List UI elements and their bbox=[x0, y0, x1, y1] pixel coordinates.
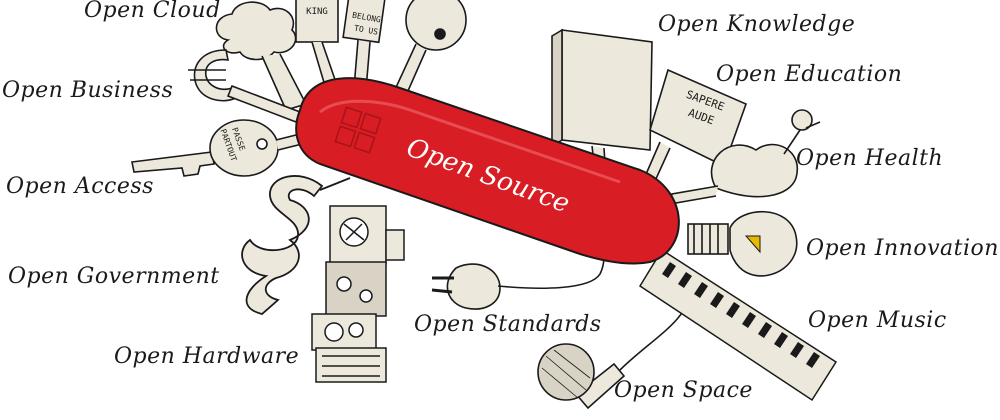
plug-tool bbox=[431, 237, 611, 310]
lightbulb-tool bbox=[687, 210, 798, 277]
label-open-government: Open Government bbox=[8, 264, 220, 289]
king-sign-text: KING bbox=[306, 7, 328, 17]
hardware-tool bbox=[311, 205, 405, 383]
label-open-health: Open Health bbox=[796, 146, 944, 171]
label-open-knowledge: Open Knowledge bbox=[658, 12, 856, 37]
heart-tool bbox=[668, 109, 821, 205]
keyboard-keys bbox=[662, 262, 820, 368]
label-open-hardware: Open Hardware bbox=[114, 344, 300, 369]
label-open-innovation: Open Innovation bbox=[806, 236, 999, 261]
label-open-standards: Open Standards bbox=[414, 312, 602, 337]
microphone-tool bbox=[537, 255, 691, 410]
key-tool: PASSE PARTOUT bbox=[131, 119, 303, 177]
swiss-cross-icon bbox=[334, 106, 382, 154]
bulb-top-tool bbox=[390, 0, 467, 101]
label-open-business: Open Business bbox=[2, 78, 174, 103]
label-open-cloud: Open Cloud bbox=[84, 0, 221, 23]
paragraph-tool bbox=[241, 175, 351, 315]
belong-sign: BELONG TO US! bbox=[342, 0, 386, 91]
cloud-tool bbox=[215, 1, 308, 111]
label-open-space: Open Space bbox=[614, 378, 753, 403]
label-open-access: Open Access bbox=[6, 174, 154, 199]
label-open-music: Open Music bbox=[808, 308, 947, 333]
label-open-education: Open Education bbox=[716, 62, 903, 87]
keyboard-tool bbox=[638, 248, 838, 402]
